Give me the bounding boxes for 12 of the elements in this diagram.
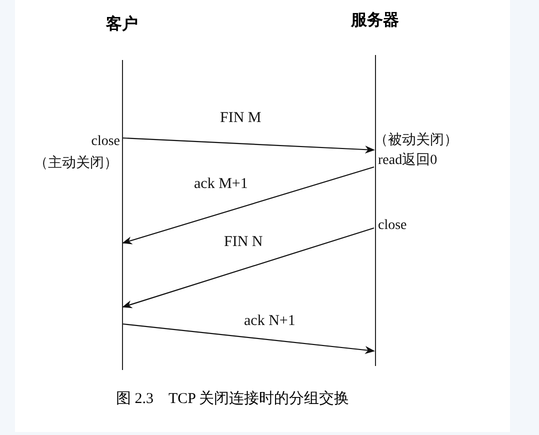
message-arrow — [122, 227, 374, 308]
lifeline-heading: 服务器 — [350, 10, 400, 31]
figure-caption: 图 2.3 TCP 关闭连接时的分组交换 — [116, 389, 350, 408]
annotation-text: （被动关闭） — [374, 131, 458, 149]
message-arrow — [122, 323, 375, 354]
annotation-text: （主动关闭） — [34, 154, 118, 172]
message-arrow — [122, 166, 374, 244]
annotation-text: close — [91, 134, 120, 150]
annotation-text: close — [378, 218, 407, 234]
annotation-text: read返回0 — [378, 152, 438, 169]
lifeline-heading: 客户 — [105, 14, 139, 35]
message-arrow — [122, 137, 375, 154]
